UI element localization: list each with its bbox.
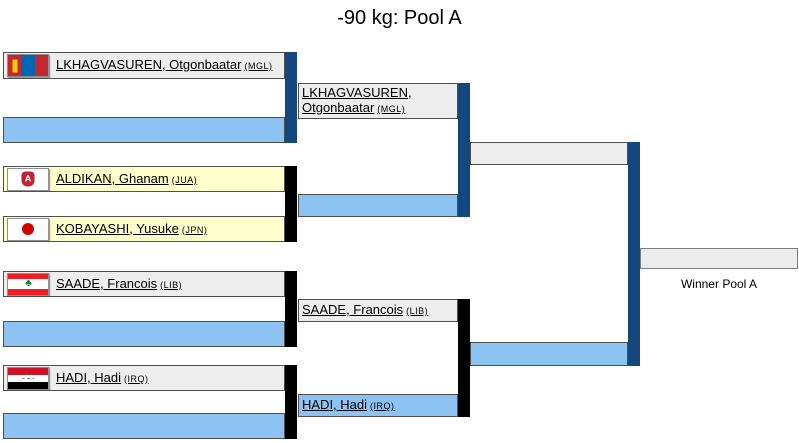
match2-connector-bar: [285, 166, 297, 242]
r1-match1-bye-box: [3, 117, 285, 143]
player-link[interactable]: LKHAGVASUREN, Otgonbaatar(MGL): [302, 85, 457, 117]
jpn-flag-icon: [7, 217, 49, 241]
player-link[interactable]: HADI, Hadi(IRQ): [56, 370, 149, 387]
r1-match3-player1-box: ♣ SAADE, Francois(LIB): [3, 271, 285, 297]
player-noc: (IRQ): [124, 373, 149, 384]
match4-connector-bar: [285, 365, 297, 439]
player-name: ALDIKAN, Ghanam: [56, 170, 169, 186]
r1-match4-player1-box: ∴∴ HADI, Hadi(IRQ): [3, 365, 285, 391]
match3-connector-bar: [285, 271, 297, 347]
player-link[interactable]: KOBAYASHI, Yusuke(JPN): [56, 221, 207, 238]
player-name: HADI, Hadi: [302, 397, 368, 412]
player-noc: (LIB): [406, 306, 429, 316]
player-noc: (JUA): [171, 174, 198, 185]
player-noc: (LIB): [160, 279, 183, 290]
player-noc: (IRQ): [370, 401, 395, 411]
player-name: HADI, Hadi: [56, 369, 122, 385]
player-name: LKHAGVASUREN, Otgonbaatar: [302, 85, 412, 115]
match1-connector-bar: [285, 52, 297, 143]
r1-match4-bye-box: [3, 413, 285, 439]
player-link[interactable]: HADI, Hadi(IRQ): [302, 397, 395, 414]
r1-match1-player1-box: LKHAGVASUREN, Otgonbaatar(MGL): [3, 52, 285, 79]
sf2-top-box: SAADE, Francois(LIB): [298, 299, 458, 322]
lib-flag-icon: ♣: [7, 272, 49, 296]
sf2-bottom-box: HADI, Hadi(IRQ): [298, 394, 458, 417]
player-noc: (MGL): [244, 61, 273, 71]
sf2-connector-bar: [458, 299, 470, 417]
sf1-bottom-box: [298, 194, 458, 217]
player-noc: (JPN): [181, 224, 208, 235]
player-noc: (MGL): [377, 104, 406, 114]
player-link[interactable]: LKHAGVASUREN, Otgonbaatar(MGL): [56, 57, 272, 74]
player-name: SAADE, Francois: [302, 302, 404, 317]
irq-flag-icon: ∴∴: [7, 366, 49, 390]
player-link[interactable]: SAADE, Francois(LIB): [302, 302, 428, 319]
winner-label: Winner Pool A: [680, 277, 758, 291]
r1-match3-bye-box: [3, 321, 285, 347]
jua-flag-icon: A: [7, 167, 49, 191]
winner-box: [640, 248, 798, 269]
player-link[interactable]: SAADE, Francois(LIB): [56, 276, 182, 293]
player-name: SAADE, Francois: [56, 275, 158, 291]
player-name: KOBAYASHI, Yusuke: [56, 220, 179, 236]
sf1-top-box: LKHAGVASUREN, Otgonbaatar(MGL): [298, 83, 458, 119]
final-top-box: [470, 142, 628, 165]
final-bottom-box: [470, 342, 628, 366]
final-connector-bar: [628, 142, 640, 366]
player-name: LKHAGVASUREN, Otgonbaatar: [56, 57, 242, 72]
page-title: -90 kg: Pool A: [337, 7, 462, 29]
mgl-flag-icon: [7, 54, 49, 77]
sf1-connector-bar: [458, 83, 470, 217]
player-link[interactable]: ALDIKAN, Ghanam(JUA): [56, 171, 197, 188]
r1-match2-player2-box: KOBAYASHI, Yusuke(JPN): [3, 216, 285, 242]
r1-match2-player1-box: A ALDIKAN, Ghanam(JUA): [3, 166, 285, 192]
